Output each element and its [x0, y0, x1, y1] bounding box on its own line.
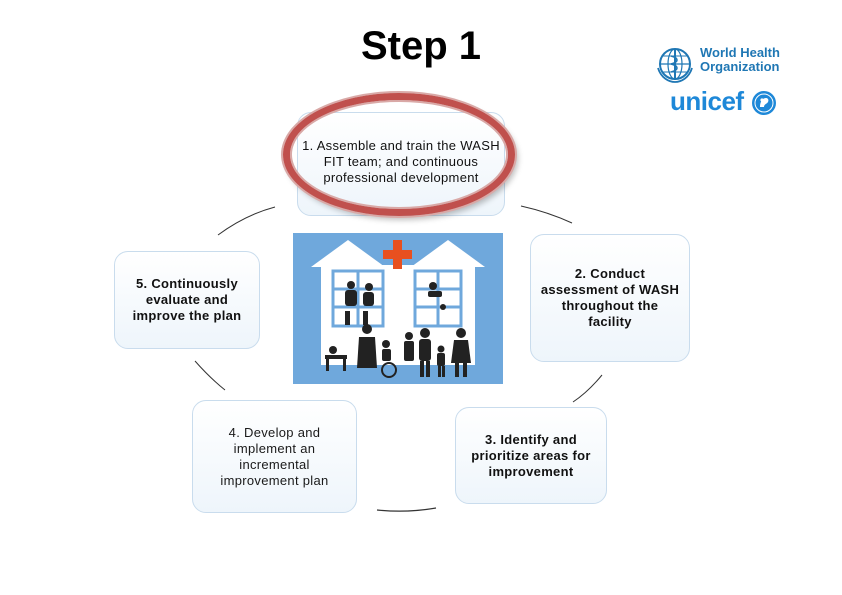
step-1-label: 1. Assemble and train the WASH FIT team;…: [302, 138, 500, 185]
health-facility-illustration: [293, 233, 503, 384]
left-roof: [311, 240, 385, 267]
who-name: World Health Organization: [700, 46, 780, 74]
step-4-box: 4. Develop and implement an incremental …: [192, 400, 357, 513]
left-window: [331, 269, 385, 328]
step-4-label: 4. Develop and implement an incremental …: [220, 424, 329, 488]
ground-figures: [325, 324, 471, 378]
right-window: [413, 269, 463, 328]
step-2-label: 2. Conduct assessment of WASH throughout…: [540, 266, 680, 329]
who-logo: [655, 44, 785, 84]
highlight-ring: [283, 93, 515, 216]
unicef-wordmark: unicef: [670, 86, 744, 116]
step-5-box: 5. Continuously evaluate and improve the…: [114, 251, 260, 349]
right-roof: [411, 240, 485, 267]
step-5-label: 5. Continuously evaluate and improve the…: [132, 276, 242, 323]
who-name-line1: World Health: [700, 45, 780, 60]
window-figures: [345, 281, 446, 325]
step-3-label: 3. Identify and prioritize areas for imp…: [471, 431, 591, 479]
medical-cross-icon: [383, 240, 412, 269]
who-emblem-icon: [657, 48, 693, 83]
step-2-box: 2. Conduct assessment of WASH throughout…: [530, 234, 690, 362]
page-title: Step 1: [360, 24, 482, 68]
unicef-emblem-icon: [750, 89, 778, 117]
step-3-box: 3. Identify and prioritize areas for imp…: [455, 407, 607, 504]
who-name-line2: Organization: [700, 59, 780, 74]
